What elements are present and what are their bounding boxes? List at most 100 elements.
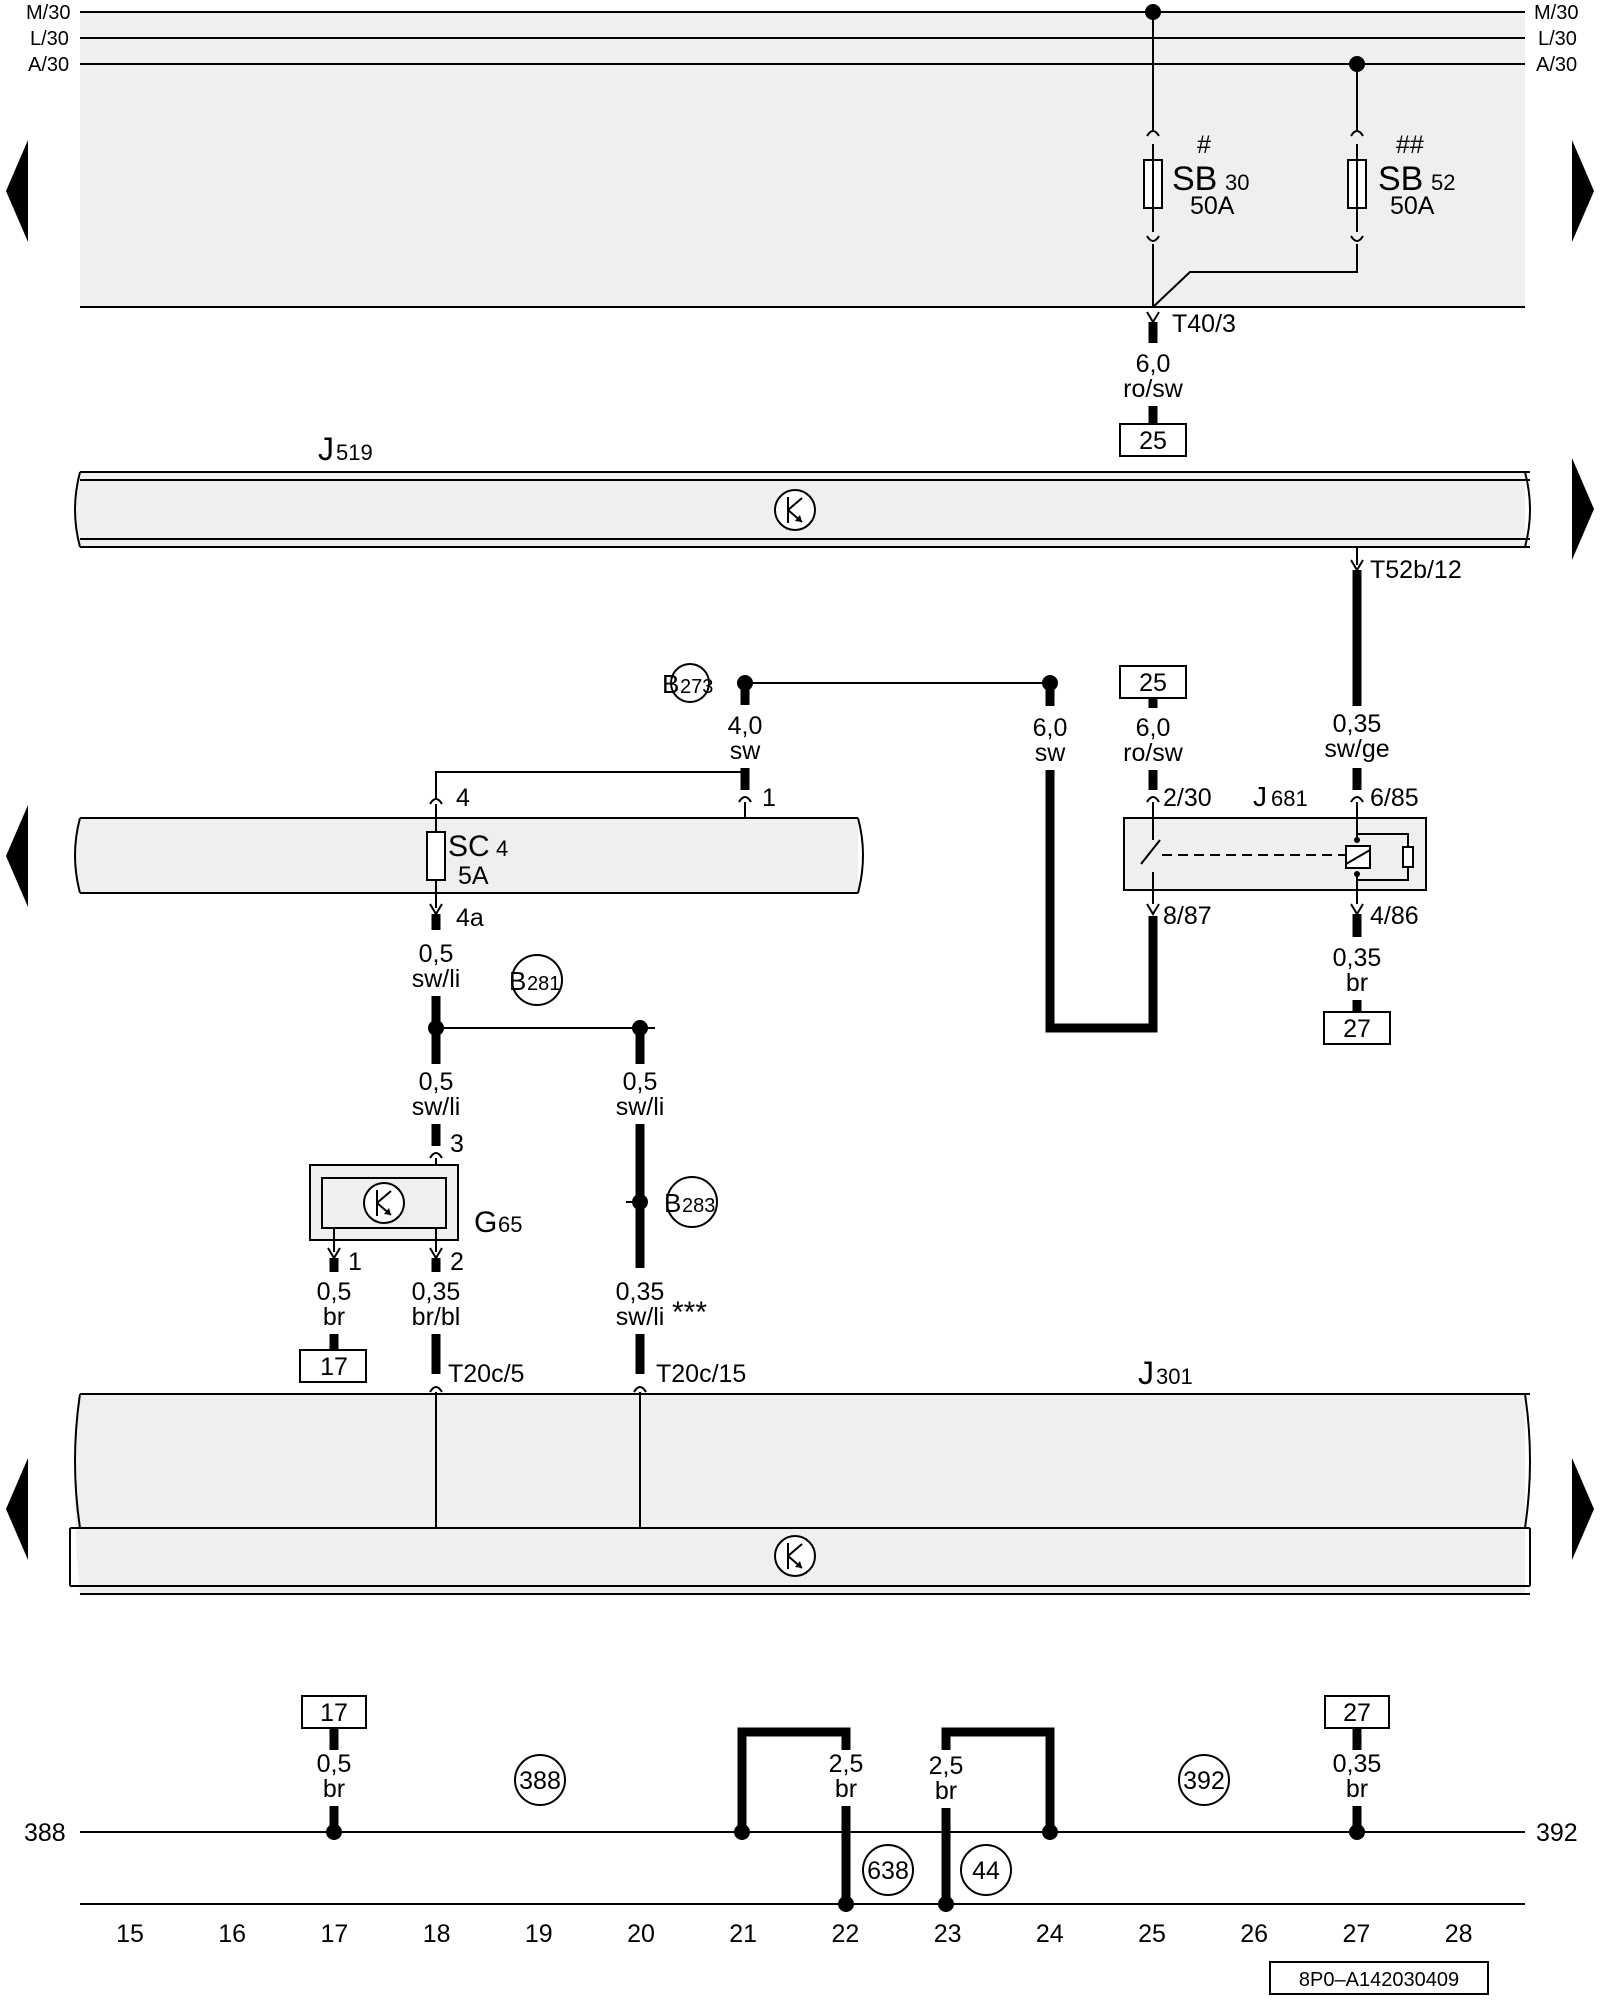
ref-box-25 (1119, 665, 1187, 699)
page-right-arrow[interactable] (1572, 140, 1594, 242)
junction-dot (1349, 1824, 1365, 1840)
doc-id-box (1269, 1961, 1489, 1995)
wire-color: ro/sw (1123, 375, 1184, 403)
wire-size: 0,35 (1333, 944, 1382, 972)
grid-number: 24 (1036, 1920, 1064, 1948)
ground-circle-44: 44 (972, 1857, 1000, 1885)
ref-box-17-label: 17 (320, 1353, 348, 1381)
component-g65-num: 65 (498, 1212, 522, 1237)
wire-color: sw/li (616, 1303, 665, 1331)
fuse-sc4-symbol (426, 831, 446, 881)
ref-box-27-label: 27 (1343, 1699, 1371, 1727)
grid-number: 21 (729, 1920, 757, 1948)
wire-color: br (323, 1775, 345, 1803)
connector-t20c-5: T20c/5 (448, 1360, 524, 1388)
fuse-sc4-rating: 5A (458, 862, 489, 890)
junction-dot (734, 1824, 750, 1840)
grid-number: 28 (1445, 1920, 1473, 1948)
ref-box-27 (1323, 1011, 1391, 1045)
splice-b283-circle (666, 1176, 718, 1228)
component-j519-num: 519 (336, 440, 373, 465)
wire-size: 0,5 (623, 1068, 658, 1096)
ref-box-25-label: 25 (1139, 669, 1167, 697)
wire-size: 0,35 (1333, 710, 1382, 738)
wire-size: 0,5 (317, 1750, 352, 1778)
component-j301-num: 301 (1156, 1364, 1193, 1389)
splice-b283-letter: B (664, 1188, 681, 1218)
sc-pin-1: 1 (762, 784, 776, 812)
wire-size: 0,5 (419, 940, 454, 968)
junction-dot (1042, 1824, 1058, 1840)
component-j681-num: 681 (1271, 786, 1308, 811)
ref-box-17 (301, 1695, 367, 1729)
page-left-arrow[interactable] (6, 140, 28, 242)
connector-t40-3: T40/3 (1172, 310, 1236, 338)
rail-label-l30-right: L/30 (1538, 28, 1577, 50)
wire-color: br (323, 1303, 345, 1331)
wire-note: *** (672, 1296, 707, 1329)
fuse-panel (80, 12, 1525, 307)
g65-pin-1: 1 (348, 1248, 362, 1276)
rail-label-a30-right: A/30 (1536, 54, 1577, 76)
grid-number: 22 (831, 1920, 859, 1948)
ground-circle-638: 638 (867, 1857, 909, 1885)
wire-size: 6,0 (1033, 714, 1068, 742)
splice-b281-circle (511, 954, 563, 1006)
fuse-sb52-name: SB (1378, 160, 1423, 198)
wire-size: 6,0 (1136, 714, 1171, 742)
junction-dot (326, 1824, 342, 1840)
sensor-icon (363, 1182, 405, 1224)
wire-size: 0,35 (1333, 1750, 1382, 1778)
j681-pin-6-85: 6/85 (1370, 784, 1419, 812)
ref-box-27-label: 27 (1343, 1015, 1371, 1043)
junction-dot (838, 1896, 854, 1912)
page-right-arrow[interactable] (1572, 1458, 1594, 1560)
wire-size: 2,5 (929, 1752, 964, 1780)
ref-box-17-label: 17 (320, 1699, 348, 1727)
wire-size: 0,35 (616, 1278, 665, 1306)
ref-box-17 (299, 1349, 367, 1383)
component-j301 (75, 1394, 1525, 1594)
wire-color: sw/li (412, 1093, 461, 1121)
j681-pin-4-86: 4/86 (1370, 902, 1419, 930)
ground-circle-388: 388 (519, 1767, 561, 1795)
fuse-sb52-mark: ## (1396, 131, 1424, 159)
fuse-sc4-name: SC (448, 830, 490, 863)
grid-number: 27 (1342, 1920, 1370, 1948)
ref-box-25 (1119, 423, 1187, 457)
splice-b283-num: 283 (682, 1195, 715, 1217)
fuse-holder-sc (75, 818, 858, 893)
page-right-arrow[interactable] (1572, 458, 1594, 560)
control-unit-icon (774, 489, 816, 531)
wire-color: br (935, 1777, 957, 1805)
connector-t20c-15: T20c/15 (656, 1360, 746, 1388)
g65-pin-3: 3 (450, 1130, 464, 1158)
wire-color: ro/sw (1123, 739, 1184, 767)
component-g65-letter: G (474, 1206, 497, 1239)
grid-number: 19 (525, 1920, 553, 1948)
grid-number: 23 (934, 1920, 962, 1948)
grid-number: 15 (116, 1920, 144, 1948)
fuse-sb52-rating: 50A (1390, 192, 1435, 220)
page-left-arrow[interactable] (6, 805, 28, 907)
ground-label-left: 388 (24, 1819, 66, 1847)
splice-b273-letter: B (662, 669, 679, 699)
rail-label-m30-right: M/30 (1534, 2, 1578, 24)
wire-color: sw (1035, 739, 1067, 767)
page-left-arrow[interactable] (6, 1458, 28, 1560)
g65-pin-2: 2 (450, 1248, 464, 1276)
wire-size: 0,35 (412, 1278, 461, 1306)
junction-dot (938, 1896, 954, 1912)
wire-size: 4,0 (728, 712, 763, 740)
wire-color: br (1346, 969, 1368, 997)
splice-b273-num: 273 (680, 676, 713, 698)
control-unit-icon (774, 1535, 816, 1577)
component-j681-letter: J (1253, 781, 1267, 812)
fuse-sb30-num: 30 (1225, 170, 1249, 195)
wire-size: 0,5 (317, 1278, 352, 1306)
fuse-sc4-num: 4 (496, 836, 508, 861)
splice-b273-circle (670, 663, 710, 703)
wire-size: 2,5 (829, 1750, 864, 1778)
grid-number: 16 (218, 1920, 246, 1948)
